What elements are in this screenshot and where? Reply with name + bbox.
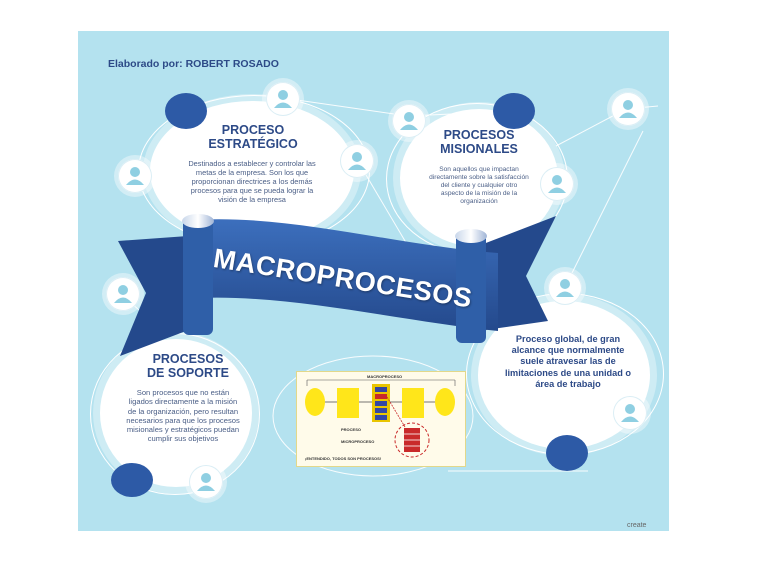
soporte-title: PROCESOS DE SOPORTE xyxy=(147,352,229,380)
user-icon xyxy=(540,167,574,201)
soporte-bubble xyxy=(100,339,252,487)
diagram-top-label: MACROPROCESO xyxy=(367,374,403,379)
dark-circle-top-right xyxy=(493,93,535,129)
user-icon xyxy=(340,144,374,178)
estrategico-description: Destinados a establecer y controlar las … xyxy=(188,159,316,205)
misionales-bubble xyxy=(400,109,558,247)
user-icon xyxy=(189,465,223,499)
global-description: Proceso global, de gran alcance que norm… xyxy=(504,334,632,389)
author-label: Elaborado por: ROBERT ROSADO xyxy=(108,58,279,70)
estrategico-title: PROCESO ESTRATÉGICO xyxy=(208,123,298,151)
process-diagram: MACROPROCESO PROCESO MICROPROCESO ¡ENTEN… xyxy=(296,371,466,467)
process-diagram-graphic xyxy=(305,379,456,458)
user-icon xyxy=(392,104,426,138)
user-icon xyxy=(106,277,140,311)
diagram-bottom-label: ¡ENTENDIDO, TODOS SON PROCESOS! xyxy=(305,456,382,461)
user-icon xyxy=(613,396,647,430)
watermark: create xyxy=(627,522,647,529)
dark-circle-bottom-left xyxy=(111,463,153,497)
user-icon xyxy=(548,271,582,305)
misionales-description: Son aquellos que impactan directamente s… xyxy=(429,166,529,206)
mind-map-canvas: Elaborado por: ROBERT ROSADO PROCESO EST… xyxy=(78,31,669,531)
user-icon xyxy=(611,92,645,126)
user-icon xyxy=(266,82,300,116)
diagram-sub-label: MICROPROCESO xyxy=(341,439,375,444)
misionales-title: PROCESOS MISIONALES xyxy=(440,128,518,156)
soporte-description: Son procesos que no están ligados direct… xyxy=(126,388,240,444)
diagram-mid-label: PROCESO xyxy=(341,427,362,432)
dark-circle-bottom-right xyxy=(546,435,588,471)
dark-circle-top-left xyxy=(165,93,207,129)
user-icon xyxy=(118,159,152,193)
macroprocesos-banner xyxy=(118,214,556,356)
